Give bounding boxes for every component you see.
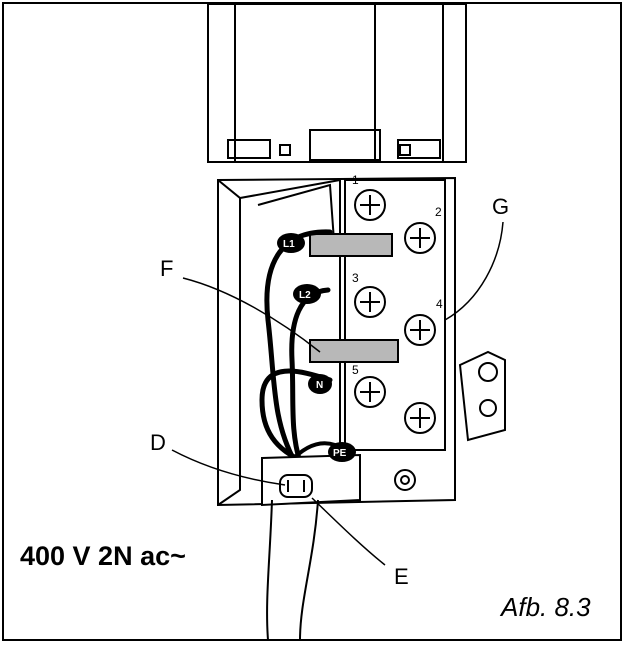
leader-d <box>171 449 286 486</box>
terminal-screw-4 <box>404 314 436 346</box>
upper-housing <box>207 3 467 163</box>
svg-text:L2: L2 <box>299 290 311 301</box>
callout-e: E <box>394 564 409 589</box>
svg-text:N: N <box>316 380 323 391</box>
terminal-number-3: 3 <box>352 271 359 285</box>
terminal-screw-6 <box>404 402 436 434</box>
terminal-number-2: 2 <box>435 205 442 219</box>
badge-n: N <box>308 374 332 394</box>
badge-l1: L1 <box>277 233 305 253</box>
terminal-screw-1 <box>354 189 386 221</box>
supply-voltage-label: 400 V 2N ac~ <box>20 541 186 571</box>
terminal-screw-3 <box>354 286 386 318</box>
leader-lines <box>171 221 504 566</box>
figure-caption: Afb. 8.3 <box>501 592 591 622</box>
bridge-bar-upper <box>309 233 393 257</box>
bridge-bar-lower <box>309 339 399 363</box>
leader-e <box>311 497 386 566</box>
callout-g: G <box>492 194 510 219</box>
terminal-screws <box>354 189 436 434</box>
terminal-number-5: 5 <box>352 363 359 377</box>
badge-l2: L2 <box>293 284 321 304</box>
callout-d: D <box>150 430 166 455</box>
terminal-screw-5 <box>354 376 386 408</box>
terminal-number-4: 4 <box>436 297 443 311</box>
bridge-bars <box>309 233 399 363</box>
terminal-number-1: 1 <box>352 173 359 187</box>
ground-bracket <box>394 350 506 491</box>
svg-text:L1: L1 <box>283 239 295 250</box>
leader-f <box>182 277 321 353</box>
leader-g <box>444 221 504 321</box>
svg-text:PE: PE <box>333 448 347 459</box>
strain-relief <box>261 453 361 507</box>
terminal-screw-2 <box>404 222 436 254</box>
callout-f: F <box>160 256 174 281</box>
badge-pe: PE <box>328 442 356 462</box>
supply-cable <box>266 499 319 641</box>
